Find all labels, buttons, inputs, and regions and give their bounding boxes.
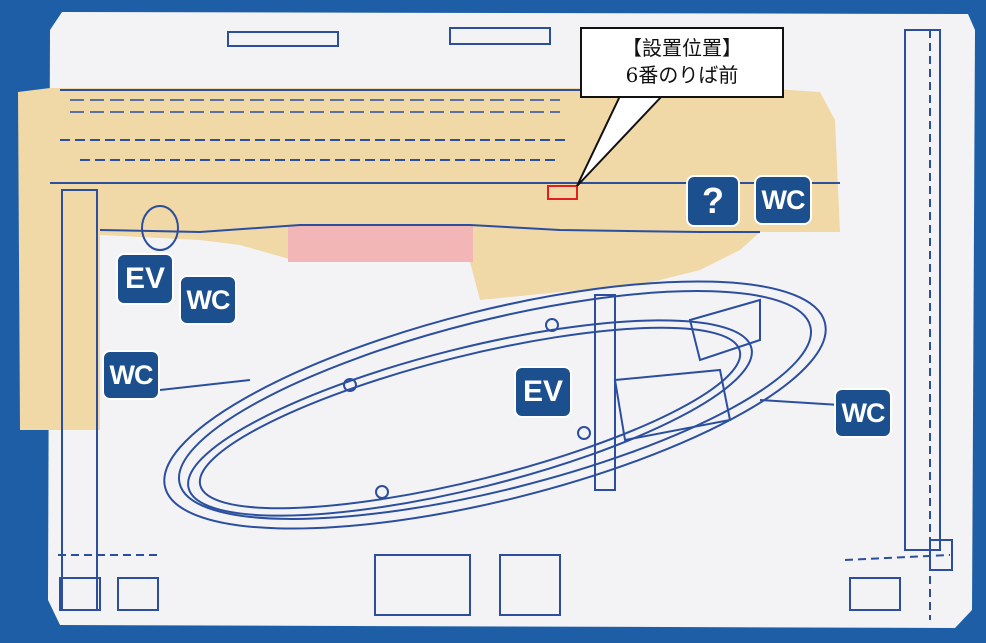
callout-location: 6番のりば前 (625, 63, 739, 87)
elevator-icon: EV (118, 255, 172, 303)
restroom-icon: WC (181, 277, 235, 323)
restroom-icon: WC (104, 352, 158, 398)
highlight-area (288, 225, 473, 262)
location-marker (547, 185, 578, 200)
restroom-icon: WC (756, 177, 810, 223)
information-icon: ? (688, 177, 738, 225)
location-callout: 【設置位置】 6番のりば前 (580, 27, 784, 98)
callout-title: 【設置位置】 (622, 36, 742, 60)
restroom-icon: WC (836, 390, 890, 436)
elevator-icon: EV (516, 368, 570, 416)
